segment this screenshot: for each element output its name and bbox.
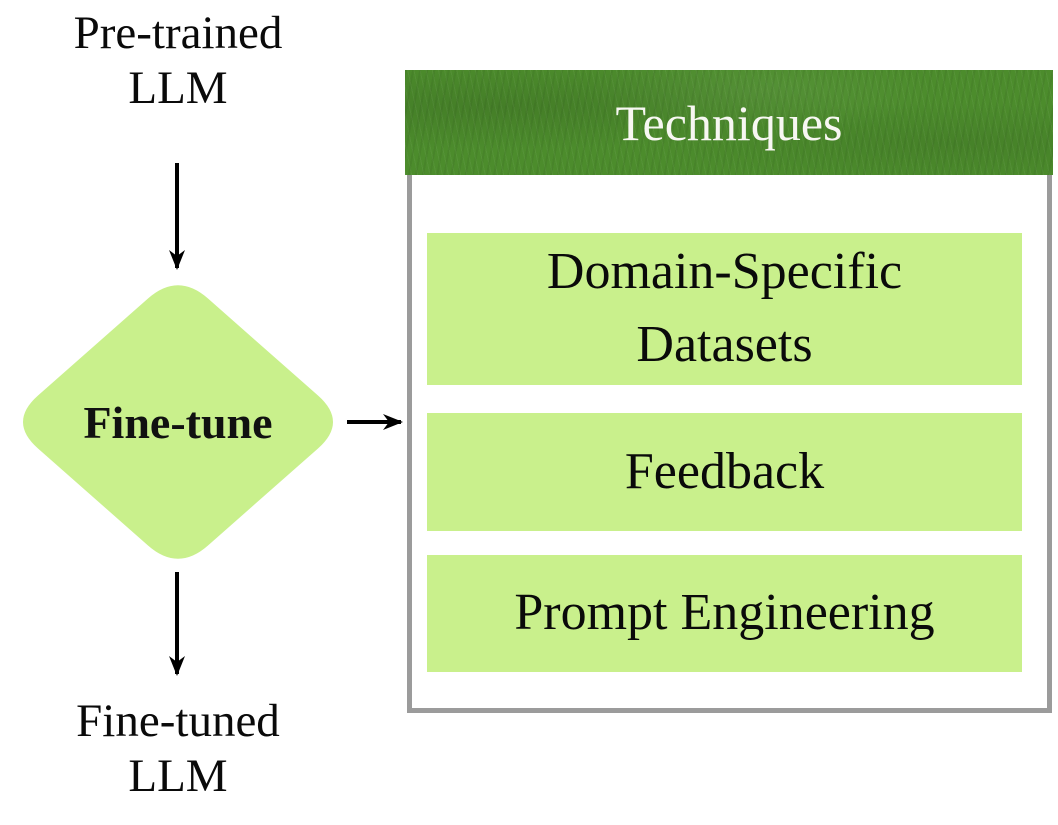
fine-tune-diamond-shape — [8, 272, 348, 572]
diamond-path — [23, 285, 333, 559]
pretrained-llm-label: Pre-trained LLM — [73, 7, 283, 114]
fine-tune-label: Fine-tune — [83, 396, 273, 448]
techniques-panel: Domain-Specific Datasets Feedback Prompt… — [407, 175, 1052, 713]
diamond-svg — [23, 285, 333, 559]
technique-item-feedback: Feedback — [427, 413, 1022, 531]
techniques-header: Techniques — [405, 70, 1053, 175]
technique-item-domain-specific-datasets: Domain-Specific Datasets — [427, 233, 1022, 385]
finetuned-llm-label: Fine-tuned LLM — [76, 695, 280, 802]
techniques-title: Techniques — [615, 94, 843, 151]
technique-item-prompt-engineering: Prompt Engineering — [427, 555, 1022, 672]
